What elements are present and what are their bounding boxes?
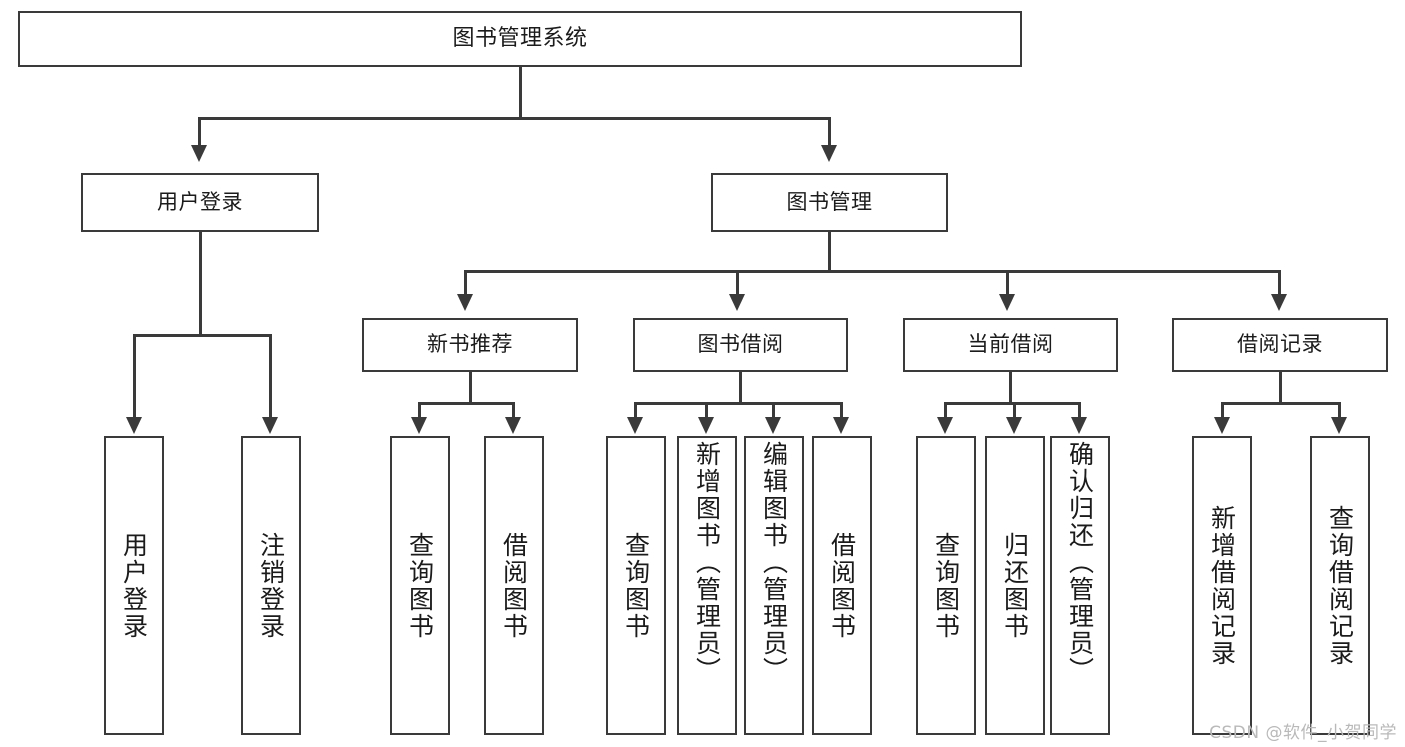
node-label: 用户登录 xyxy=(157,189,243,214)
node-label: 查询图书 xyxy=(621,531,651,640)
connector-cb-child-1 xyxy=(944,402,947,420)
connector-user-login-child-2 xyxy=(269,334,272,420)
connector-book-borrow-bus xyxy=(634,402,842,405)
arrowhead-user-login xyxy=(191,145,207,162)
arrowhead-leaf-logout xyxy=(262,417,278,434)
connector-cb-child-3 xyxy=(1078,402,1081,420)
node-label: 新书推荐 xyxy=(427,332,513,357)
connector-to-borrow-record xyxy=(1278,270,1281,298)
node-label: 借阅图书 xyxy=(827,531,857,640)
connector-bb-child-3 xyxy=(772,402,775,420)
arrowhead-nb-leaf-1 xyxy=(411,417,427,434)
arrowhead-br-leaf-2 xyxy=(1331,417,1347,434)
connector-new-book-stem xyxy=(469,372,472,404)
watermark-text: CSDN @软件_小贺同学 xyxy=(1209,723,1397,743)
connector-user-login-stem xyxy=(199,232,202,336)
node-book-management[interactable]: 图书管理 xyxy=(711,173,948,232)
connector-bb-child-2 xyxy=(705,402,708,420)
leaf-br-query-record[interactable]: 查询借阅记录 xyxy=(1310,436,1370,735)
connector-br-child-2 xyxy=(1338,402,1341,420)
node-current-borrow[interactable]: 当前借阅 xyxy=(903,318,1118,372)
leaf-user-login[interactable]: 用户登录 xyxy=(104,436,164,735)
connector-to-current-borrow xyxy=(1006,270,1009,298)
arrowhead-bb-leaf-2 xyxy=(698,417,714,434)
arrowhead-cb-leaf-1 xyxy=(937,417,953,434)
node-label: 当前借阅 xyxy=(967,332,1054,357)
node-label: 查询图书 xyxy=(405,531,435,640)
node-label: 借阅图书 xyxy=(499,531,529,640)
connector-new-book-bus xyxy=(418,402,514,405)
connector-user-login-bus xyxy=(133,334,271,337)
node-label: 查询借阅记录 xyxy=(1325,504,1355,667)
leaf-cb-query-book[interactable]: 查询图书 xyxy=(916,436,976,735)
leaf-cb-return-book[interactable]: 归还图书 xyxy=(985,436,1045,735)
connector-current-borrow-stem xyxy=(1009,372,1012,404)
connector-to-new-book xyxy=(464,270,467,298)
node-label: 查询图书 xyxy=(931,531,961,640)
node-user-login[interactable]: 用户登录 xyxy=(81,173,319,232)
node-book-borrow[interactable]: 图书借阅 xyxy=(633,318,848,372)
leaf-bb-borrow-book[interactable]: 借阅图书 xyxy=(812,436,872,735)
node-root-system[interactable]: 图书管理系统 xyxy=(18,11,1022,67)
arrowhead-bb-leaf-4 xyxy=(833,417,849,434)
leaf-cb-confirm-return-admin[interactable]: 确认归还（管理员） xyxy=(1050,436,1110,735)
arrowhead-book-borrow xyxy=(729,294,745,311)
node-label: 图书借阅 xyxy=(697,332,784,357)
leaf-br-add-record[interactable]: 新增借阅记录 xyxy=(1192,436,1252,735)
node-label: 确认归还（管理员） xyxy=(1065,441,1095,684)
arrowhead-book-mgmt xyxy=(821,145,837,162)
arrowhead-nb-leaf-2 xyxy=(505,417,521,434)
connector-user-login-child-1 xyxy=(133,334,136,420)
arrowhead-new-book xyxy=(457,294,473,311)
connector-new-book-child-1 xyxy=(418,402,421,420)
node-label: 新增图书（管理员） xyxy=(692,441,722,684)
connector-root-bus xyxy=(198,117,831,120)
leaf-new-book-borrow[interactable]: 借阅图书 xyxy=(484,436,544,735)
connector-book-borrow-stem xyxy=(739,372,742,404)
connector-borrow-record-bus xyxy=(1221,402,1340,405)
arrowhead-cb-leaf-3 xyxy=(1071,417,1087,434)
leaf-bb-add-book-admin[interactable]: 新增图书（管理员） xyxy=(677,436,737,735)
node-label: 借阅记录 xyxy=(1237,332,1323,357)
node-new-book-recommend[interactable]: 新书推荐 xyxy=(362,318,578,372)
arrowhead-current-borrow xyxy=(999,294,1015,311)
connector-cb-child-2 xyxy=(1013,402,1016,420)
node-label: 归还图书 xyxy=(1000,531,1030,640)
connector-root-to-user-login xyxy=(198,117,201,149)
node-borrow-record[interactable]: 借阅记录 xyxy=(1172,318,1388,372)
connector-to-book-borrow xyxy=(736,270,739,298)
connector-level2-bus xyxy=(464,270,1281,273)
arrowhead-bb-leaf-3 xyxy=(765,417,781,434)
connector-bb-child-4 xyxy=(840,402,843,420)
leaf-logout[interactable]: 注销登录 xyxy=(241,436,301,735)
node-label: 图书管理 xyxy=(786,189,873,214)
connector-current-borrow-bus xyxy=(944,402,1080,405)
node-label: 新增借阅记录 xyxy=(1207,504,1237,667)
node-label: 用户登录 xyxy=(119,531,149,640)
leaf-bb-query-book[interactable]: 查询图书 xyxy=(606,436,666,735)
node-label: 注销登录 xyxy=(256,531,286,640)
arrowhead-borrow-record xyxy=(1271,294,1287,311)
node-label: 编辑图书（管理员） xyxy=(759,441,789,684)
arrowhead-br-leaf-1 xyxy=(1214,417,1230,434)
arrowhead-cb-leaf-2 xyxy=(1006,417,1022,434)
connector-root-to-book-mgmt xyxy=(828,117,831,149)
leaf-new-book-query[interactable]: 查询图书 xyxy=(390,436,450,735)
leaf-bb-edit-book-admin[interactable]: 编辑图书（管理员） xyxy=(744,436,804,735)
node-label: 图书管理系统 xyxy=(452,25,588,51)
arrowhead-leaf-user-login xyxy=(126,417,142,434)
arrowhead-bb-leaf-1 xyxy=(627,417,643,434)
connector-bb-child-1 xyxy=(634,402,637,420)
connector-br-child-1 xyxy=(1221,402,1224,420)
connector-new-book-child-2 xyxy=(512,402,515,420)
connector-book-mgmt-stem xyxy=(828,232,831,272)
connector-root-stem xyxy=(519,67,522,119)
connector-borrow-record-stem xyxy=(1279,372,1282,404)
